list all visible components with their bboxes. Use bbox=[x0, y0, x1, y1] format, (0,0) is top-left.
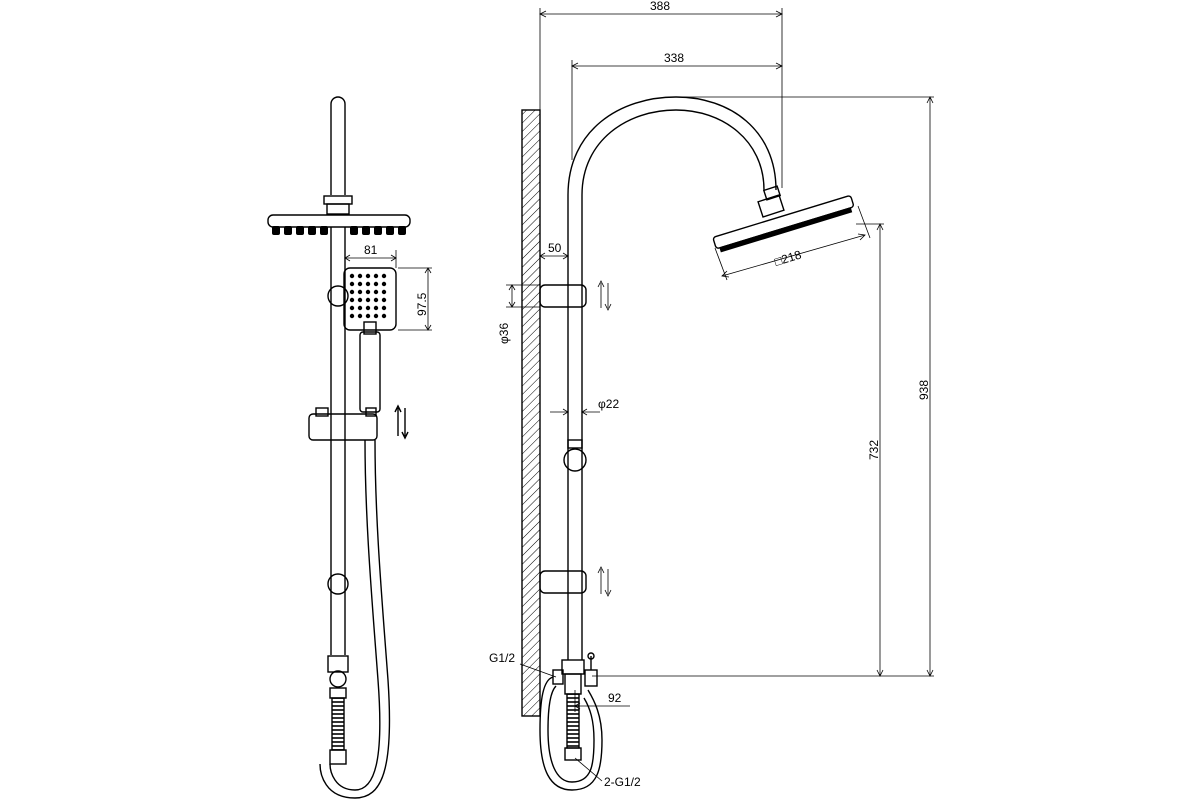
side-shower-hose bbox=[539, 676, 603, 791]
front-dimensions bbox=[344, 250, 432, 331]
front-diverter-body bbox=[327, 655, 349, 673]
front-shower-hose bbox=[329, 439, 381, 791]
front-upper-clamp-knob bbox=[327, 285, 349, 307]
side-gooseneck-arm bbox=[567, 96, 777, 196]
dim-bracket-diameter: φ36 bbox=[497, 323, 511, 344]
dim-head-size: □218 bbox=[773, 247, 803, 268]
front-slide-arrows bbox=[394, 404, 409, 440]
side-shower-head bbox=[712, 195, 854, 253]
front-head-collar bbox=[323, 195, 353, 205]
front-hand-shower-head bbox=[343, 267, 397, 331]
label-outlet-thread: 2-G1/2 bbox=[604, 775, 641, 789]
dim-wall-offset: 50 bbox=[548, 241, 562, 255]
wall-section bbox=[521, 109, 541, 717]
dim-overall-reach: 388 bbox=[650, 0, 670, 13]
front-hand-shower-nozzles bbox=[349, 273, 387, 319]
label-inlet-thread: G1/2 bbox=[489, 651, 515, 665]
side-upper-bracket bbox=[539, 284, 587, 308]
front-hand-shower-handle bbox=[359, 331, 381, 413]
dim-hand-shower-width: 81 bbox=[364, 243, 378, 257]
front-diverter-knob bbox=[329, 670, 347, 688]
front-top-pipe bbox=[330, 96, 346, 195]
dim-hand-shower-height: 97.5 bbox=[415, 292, 429, 316]
dim-rail-diameter: φ22 bbox=[598, 397, 619, 411]
front-shower-head-nozzles bbox=[272, 226, 406, 235]
side-view bbox=[521, 96, 854, 791]
front-lower-clamp-knob bbox=[327, 573, 349, 595]
side-slider-knob bbox=[563, 448, 587, 472]
front-view bbox=[267, 96, 411, 799]
side-lower-bracket bbox=[539, 570, 587, 594]
side-diverter-lever bbox=[584, 669, 598, 687]
front-shower-head bbox=[267, 214, 411, 228]
dim-total-height: 938 bbox=[917, 380, 931, 400]
dim-inlet-offset: 92 bbox=[608, 691, 622, 705]
side-diverter-body bbox=[561, 659, 585, 675]
side-inlet-hose bbox=[566, 693, 580, 749]
front-inlet-hose bbox=[331, 697, 345, 751]
front-holder-clamp bbox=[308, 413, 378, 441]
dim-arm-reach: 338 bbox=[664, 51, 684, 65]
dim-head-height: 732 bbox=[867, 440, 881, 460]
side-dimensions bbox=[506, 8, 934, 782]
